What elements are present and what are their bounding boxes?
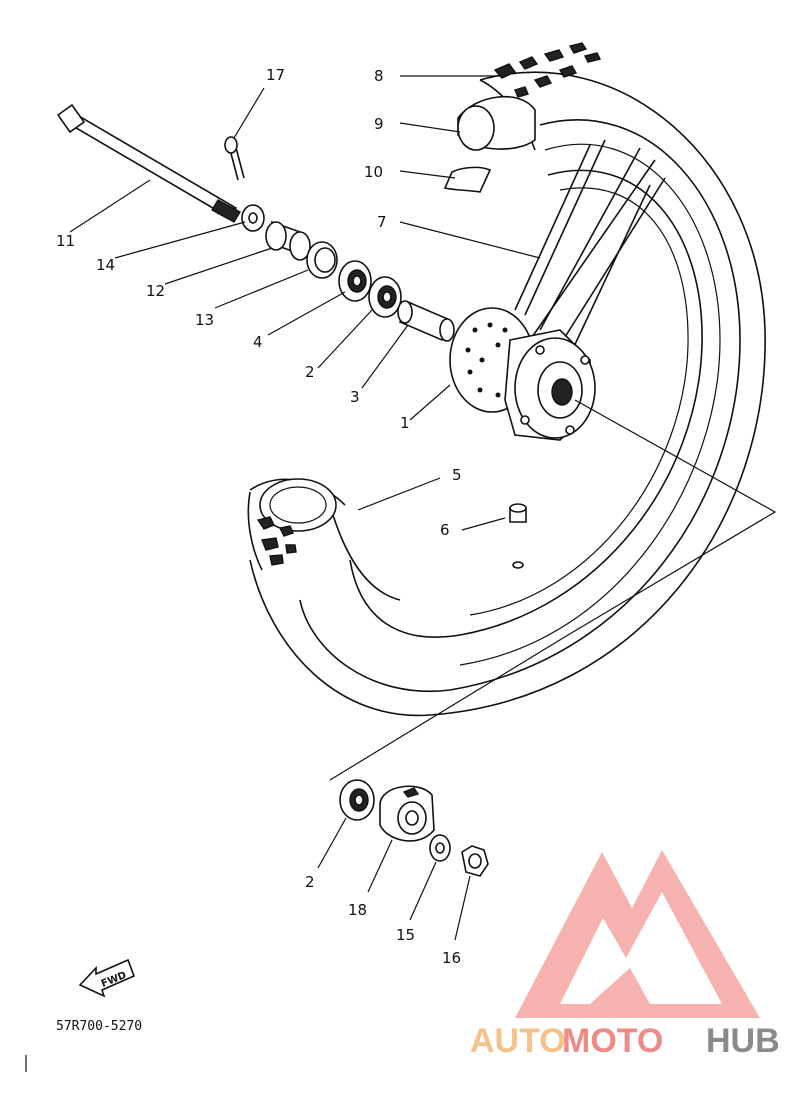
hub [449,307,596,441]
tube-section [443,95,536,193]
label-12: 12 [146,282,165,300]
label-8: 8 [374,67,384,85]
oil-seal [306,241,338,279]
tire-and-rim [247,42,766,717]
label-13: 13 [195,311,214,329]
label-10: 10 [364,163,383,181]
watermark-auto: AUTO [470,1022,566,1060]
label-5: 5 [452,466,462,484]
axle [56,103,241,223]
label-18: 18 [348,901,367,919]
tire-tread-pattern [256,516,297,566]
bearing-right [368,276,402,318]
leader-lines [69,75,541,941]
bearing-lower [339,779,375,821]
assembly-line-upper [567,399,777,636]
label-2-lower: 2 [305,873,315,891]
label-2: 2 [305,363,315,381]
washer [241,204,265,232]
automotohub-logo-mark [515,850,760,1018]
collar [265,220,311,261]
meter-gear-unit [379,785,435,842]
spokes [514,139,666,356]
label-11: 11 [56,232,75,250]
axle-nut [461,845,489,877]
bearing-left [338,260,372,302]
label-9: 9 [374,115,384,133]
watermark-moto: MOTO [562,1022,663,1060]
label-14: 14 [96,256,115,274]
cotter-pin [224,136,245,181]
watermark-hub: HUB [706,1022,780,1060]
fwd-arrow: FWD [78,958,136,998]
tire-top-tread [493,42,602,98]
valve-cap [509,503,527,569]
part-labels: 1 2 3 4 5 6 7 8 9 10 11 12 13 14 17 2 18… [56,66,462,967]
spacer [397,300,455,342]
label-1: 1 [400,414,410,432]
lower-washer [429,834,451,862]
label-7: 7 [377,213,387,231]
label-6: 6 [440,521,450,539]
label-15: 15 [396,926,415,944]
drawing-code: 57R700-5270 [56,1019,142,1034]
assembly-line-lower [329,634,569,781]
automotohub-watermark: AUTO MOTO HUB [470,1022,780,1060]
label-3: 3 [350,388,360,406]
label-4: 4 [253,333,263,351]
label-17: 17 [266,66,285,84]
label-16: 16 [442,949,461,967]
